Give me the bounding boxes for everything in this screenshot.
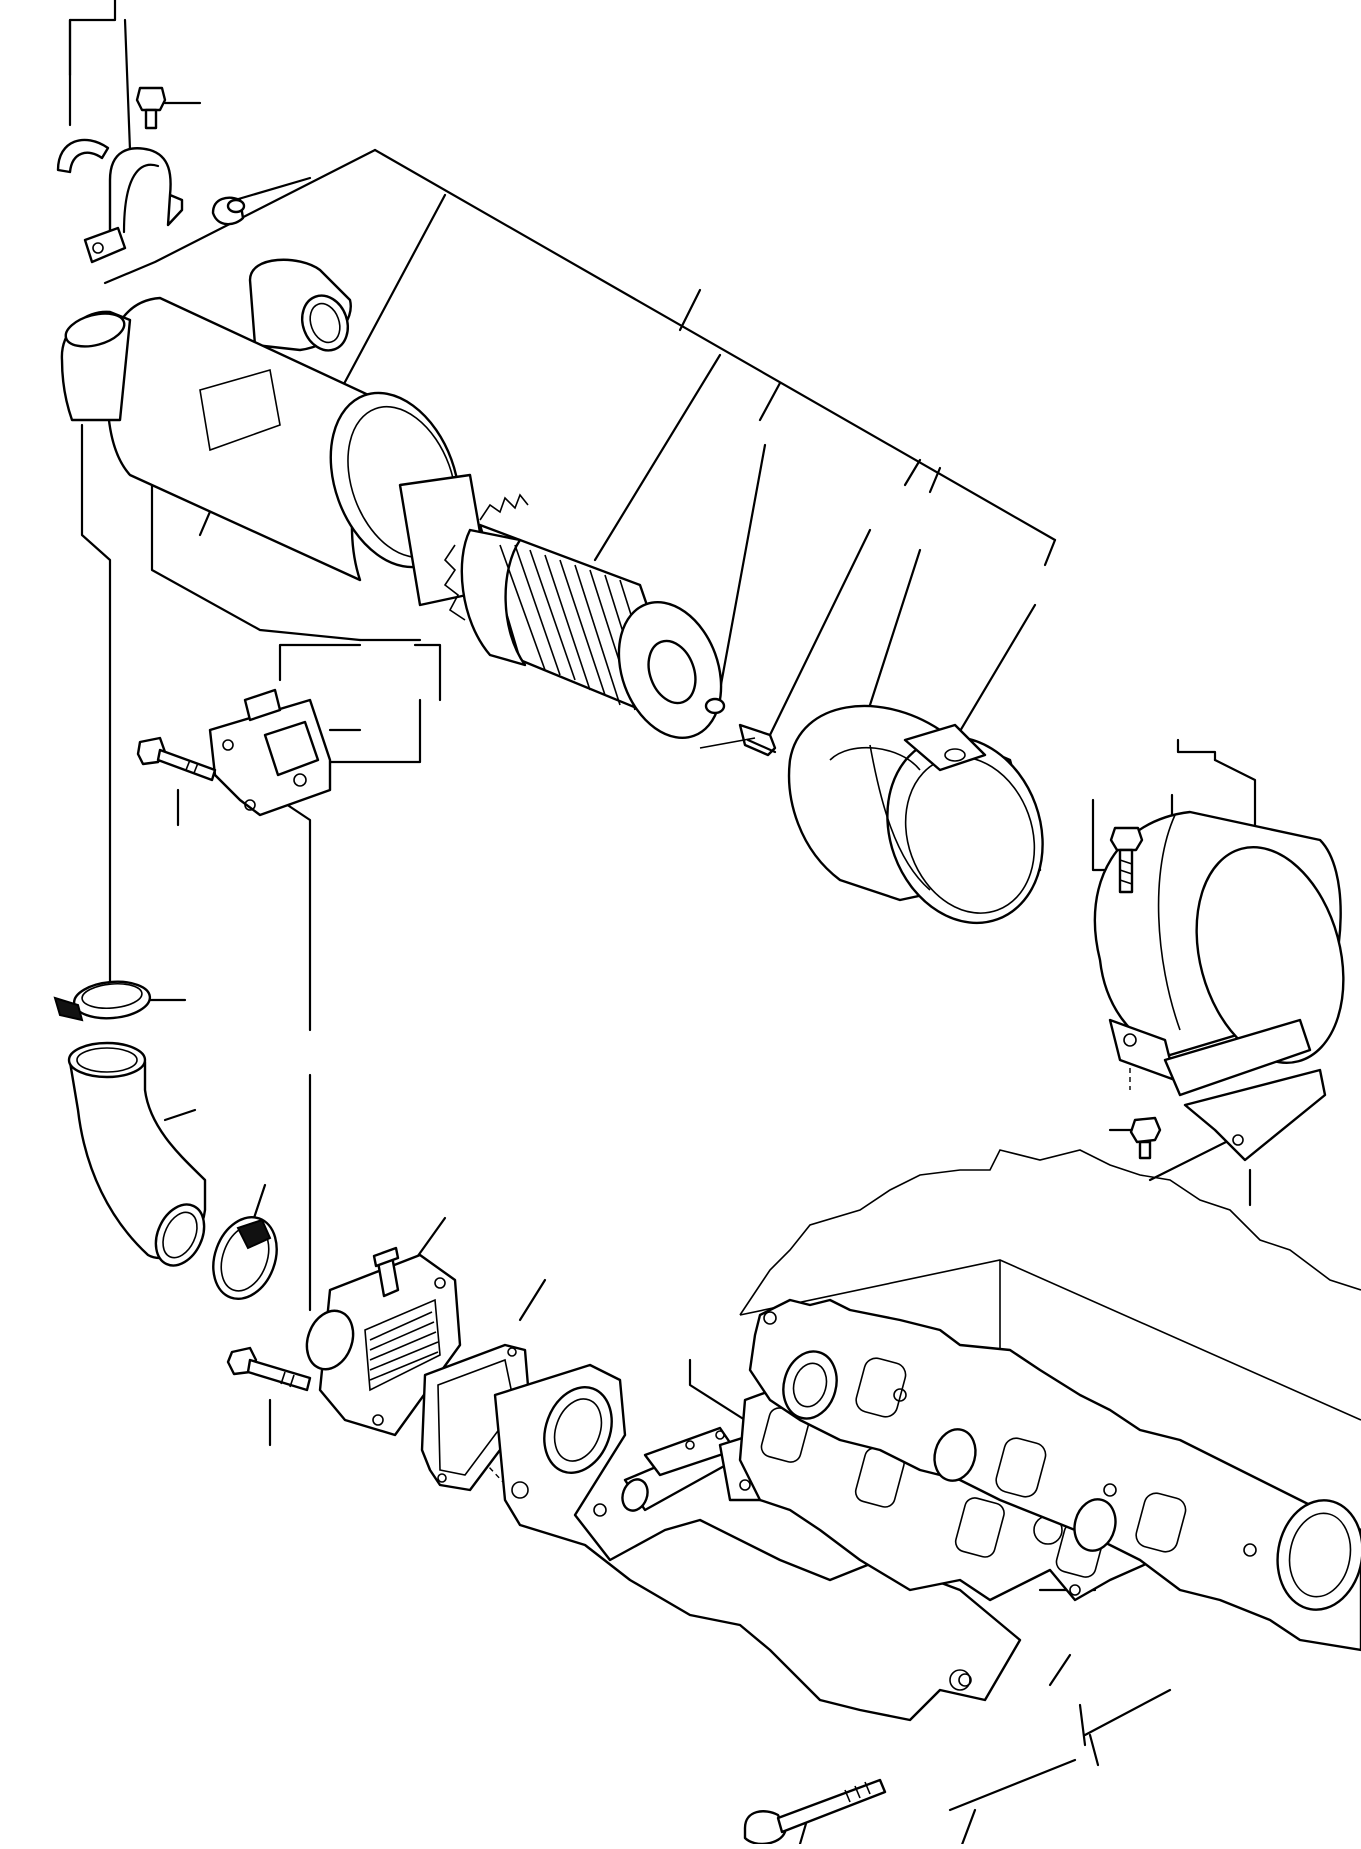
- u-bolt-bracket: [83, 147, 184, 264]
- bolt-band-lower: [1129, 1116, 1162, 1160]
- switch-bracket: [208, 688, 332, 817]
- inlet-gasket: [420, 1343, 532, 1492]
- bolt-heater: [226, 1346, 312, 1392]
- filter-element: [443, 493, 723, 739]
- bolt-switch-bracket: [136, 736, 217, 782]
- half-clamp: [56, 138, 110, 174]
- cylinder-head: [739, 1149, 1361, 1652]
- hose-clamp-upper: [53, 980, 152, 1022]
- dust-cup: [787, 704, 1044, 925]
- bolt-small-top: [135, 86, 167, 130]
- rubber-cap: [211, 196, 246, 226]
- wing-bolt: [699, 723, 777, 757]
- bolt-manifold-long: [743, 1778, 887, 1846]
- band-clamp: [1093, 810, 1345, 1162]
- small-nut: [704, 697, 726, 715]
- hose-clamp-lower: [212, 1216, 278, 1300]
- bolt-band-upper: [1109, 826, 1144, 894]
- air-cleaner-body: [60, 258, 492, 607]
- elbow-hose: [67, 1041, 207, 1267]
